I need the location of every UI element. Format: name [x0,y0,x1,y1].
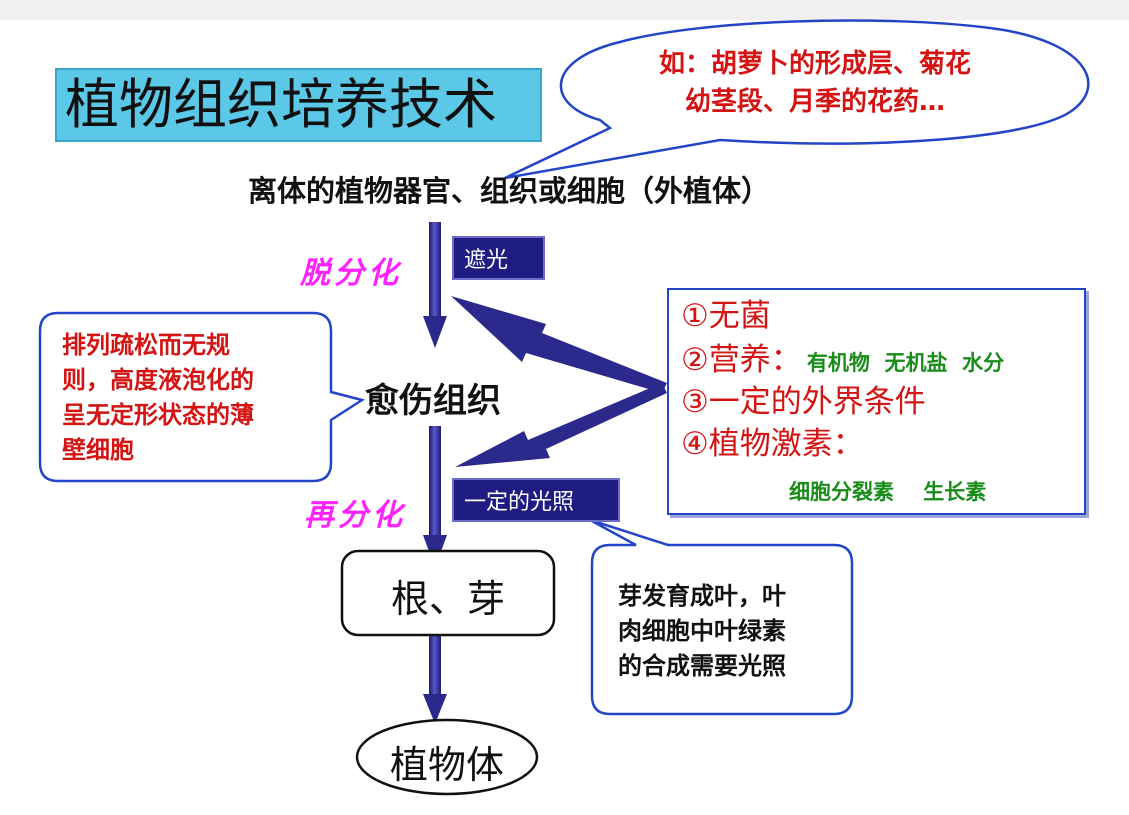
conditions-box: ①无菌 ②营养： 有机物 无机盐 水分 ③一定的外界条件 ④植物激素： 细胞分裂… [667,288,1086,515]
condition-environment: ③一定的外界条件 [681,384,926,420]
dedifferentiation-condition: 遮光 [464,248,509,273]
redifferentiation-condition-box: 一定的光照 [452,478,620,522]
light-note-line1: 芽发育成叶，叶 [618,582,786,610]
flow-arrow-redifferentiation [423,426,447,568]
condition-arrow-lower [455,383,667,467]
light-note-line3: 的合成需要光照 [618,652,786,680]
condition-hormones: ④植物激素： [681,426,864,462]
explant-label: 离体的植物器官、组织或细胞（外植体） [248,174,771,208]
page-title: 植物组织培养技术 [65,73,497,136]
callus-note-shape [38,311,366,483]
dedifferentiation-label: 脱分化 [300,256,402,291]
redifferentiation-label: 再分化 [304,498,406,533]
root-bud-box [340,549,556,637]
example-bubble-line2: 幼茎段、月季的花药… [684,87,945,117]
condition-arrow-upper [451,296,667,393]
callus-note-line3: 呈无定形状态的薄 [62,401,254,429]
light-note-line2: 肉细胞中叶绿素 [618,617,786,645]
dedifferentiation-condition-box: 遮光 [452,236,545,280]
condition-nutrition-row: ②营养： 有机物 无机盐 水分 [681,340,1004,380]
condition-nutrition-detail: 有机物 无机盐 水分 [806,351,1005,375]
flow-arrow-to-plant [423,636,447,724]
condition-sterile: ①无菌 [681,298,771,334]
callus-label: 愈伤组织 [365,381,501,421]
plant-ellipse [355,718,539,796]
redifferentiation-condition: 一定的光照 [464,490,575,515]
condition-nutrition: ②营养： [681,342,802,378]
callus-note-line4: 壁细胞 [62,436,134,464]
light-note-shape [589,518,854,716]
example-bubble-line1: 如：胡萝卜的形成层、菊花 [658,49,971,79]
plant-label: 植物体 [389,743,504,787]
flow-arrow-dedifferentiation [423,222,447,348]
callus-note-line2: 则，高度液泡化的 [62,366,254,394]
hormone-list: 细胞分裂素 生长素 [789,480,987,504]
callus-note-line1: 排列疏松而无规 [62,331,230,359]
page-top-bar [0,0,1129,20]
example-bubble-shape [504,19,1090,180]
root-bud-label: 根、芽 [390,577,505,621]
title-box: 植物组织培养技术 [55,68,542,142]
